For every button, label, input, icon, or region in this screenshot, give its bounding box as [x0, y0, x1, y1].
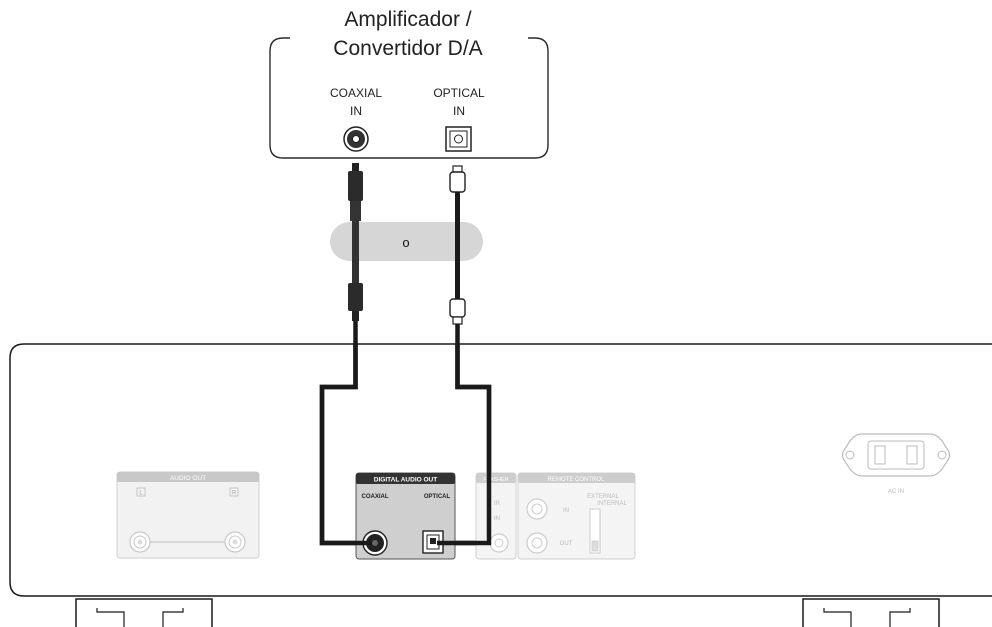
ac-in-label: AC IN	[888, 489, 904, 495]
external-internal-switch-icon	[589, 508, 601, 554]
amplifier-title-line2: Convertidor D/A	[333, 37, 482, 60]
digital-optical-out-jack-icon	[422, 530, 444, 554]
audio-out-right-jack-icon	[224, 531, 246, 553]
right-foot	[802, 598, 940, 627]
digital-audio-out-label: DIGITAL AUDIO OUT	[374, 477, 437, 484]
amplifier-device: Amplificador / Convertidor D/A COAXIAL I…	[269, 8, 549, 159]
audio-out-left-jack-icon	[129, 531, 151, 553]
digital-audio-out-block: DIGITAL AUDIO OUT COAXIAL OPTICAL	[355, 472, 456, 560]
channel-left-label: L	[139, 491, 143, 497]
flasher-in-label: IN	[494, 516, 500, 522]
digital-coaxial-out-jack-icon	[362, 530, 388, 556]
remote-in-label: IN	[563, 508, 569, 514]
remote-out-jack-icon	[526, 532, 548, 554]
digital-optical-label: OPTICAL	[424, 494, 451, 500]
coaxial-in-jack-icon	[343, 126, 369, 152]
coaxial-in-label-line2: IN	[350, 104, 362, 118]
internal-label: INTERNAL	[597, 501, 627, 507]
ir-label: IR	[494, 501, 501, 507]
alternative-separator: o	[330, 222, 483, 261]
amplifier-title-line1: Amplificador /	[344, 8, 471, 31]
optical-in-label-line1: OPTICAL	[433, 86, 485, 100]
optical-cable-lower	[437, 344, 492, 546]
remote-in-jack-icon	[526, 498, 548, 520]
audio-out-label: AUDIO OUT	[170, 475, 206, 482]
remote-out-label: OUT	[560, 541, 573, 547]
separator-label: o	[402, 235, 409, 250]
optical-in-jack-icon	[445, 126, 472, 152]
channel-right-label: R	[232, 491, 237, 497]
digital-coaxial-label: COAXIAL	[362, 494, 389, 500]
left-foot	[75, 598, 213, 627]
ac-in-inlet: AC IN	[841, 433, 951, 495]
audio-out-block: AUDIO OUT L R	[116, 471, 260, 559]
remote-control-label: REMOTE CONTROL	[548, 477, 605, 483]
flasher-block: FLASHER IR IN	[475, 472, 517, 560]
coaxial-in-label-line1: COAXIAL	[330, 86, 382, 100]
external-label: EXTERNAL	[587, 494, 619, 500]
flasher-jack-icon	[489, 533, 509, 553]
player-body	[9, 343, 992, 597]
coaxial-cable-lower	[319, 344, 372, 546]
optical-in-label-line2: IN	[453, 104, 465, 118]
remote-control-block: REMOTE CONTROL IN OUT EXTERNAL INTERNAL	[517, 472, 636, 560]
flasher-label: FLASHER	[483, 477, 508, 483]
player-rear-panel: AUDIO OUT L R DIGITAL AUDIO OUT COAXIAL	[9, 343, 992, 627]
amplifier-box	[269, 37, 549, 159]
